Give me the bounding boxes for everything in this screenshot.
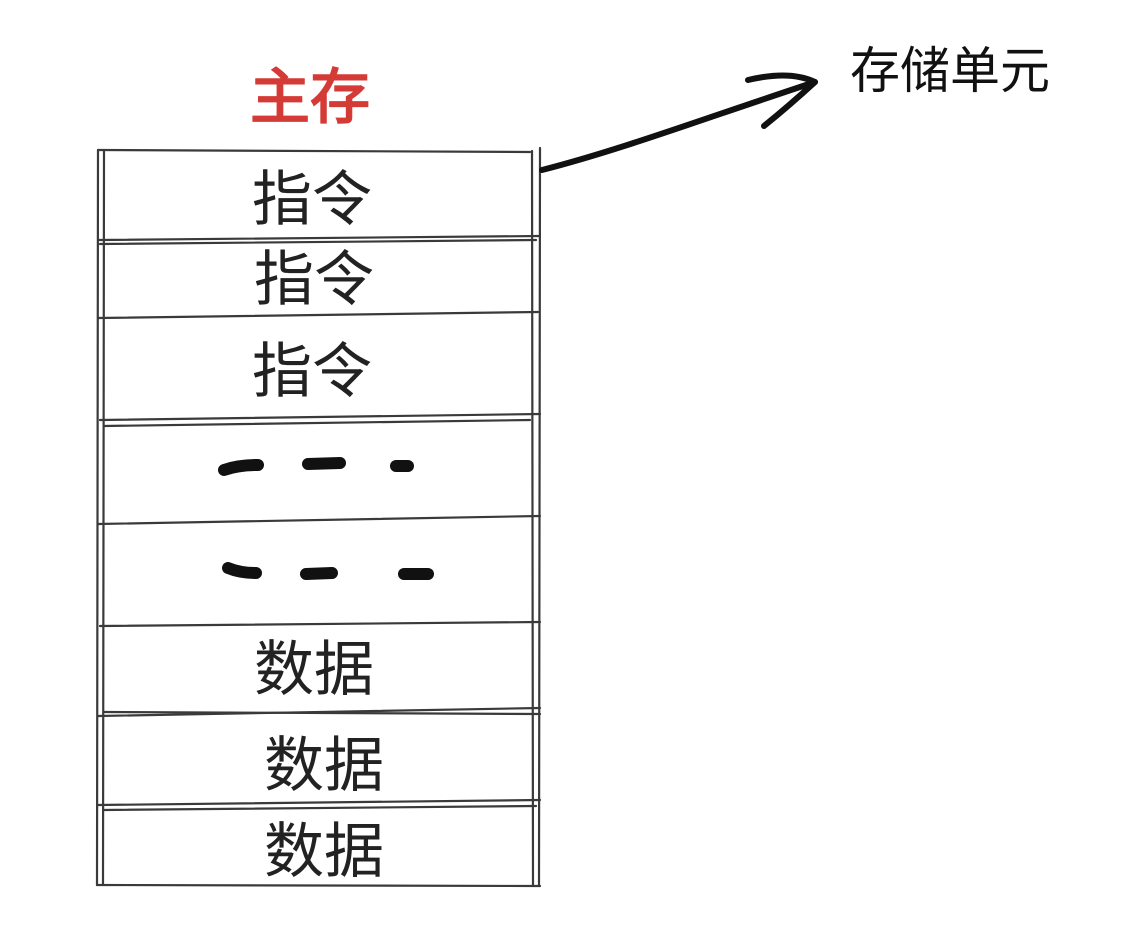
memory-cell: 数据 [254, 635, 374, 705]
arrow-line [539, 79, 818, 173]
dash-mark [218, 459, 264, 476]
pointer-arrow [539, 72, 818, 173]
cell-label: 数据 [254, 635, 374, 705]
storage-unit-label: 存储单元 [850, 42, 1050, 100]
memory-cell: 数据 [264, 817, 384, 887]
cell-label: 数据 [264, 817, 384, 887]
cell-label: 指令 [252, 165, 372, 235]
cell-dividers [96, 234, 542, 812]
dash-mark [222, 562, 262, 579]
cell-label: 指令 [254, 245, 374, 315]
arrow-head-icon [745, 72, 818, 129]
memory-cell: 数据 [264, 731, 384, 801]
memory-cell: 指令 [254, 245, 374, 315]
memory-cell: 指令 [252, 337, 372, 407]
cell-label: 数据 [264, 731, 384, 801]
memory-cell-ellipsis: - - - [218, 457, 414, 476]
cell-label: 指令 [252, 337, 372, 407]
main-memory-title: 主存 [250, 63, 370, 133]
memory-cell: 指令 [252, 165, 372, 235]
dash-mark [300, 567, 338, 580]
dash-mark [302, 457, 346, 470]
memory-cell-ellipsis: - - - [222, 562, 434, 580]
